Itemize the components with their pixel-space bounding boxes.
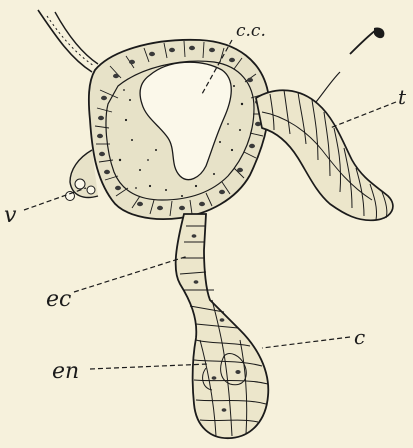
label-t: t (398, 85, 407, 109)
label-c: c (354, 325, 365, 349)
label-en: en (52, 359, 79, 384)
label-cc: c.c. (236, 21, 266, 41)
label-v: v (4, 203, 17, 228)
label-ec: ec (46, 287, 71, 312)
